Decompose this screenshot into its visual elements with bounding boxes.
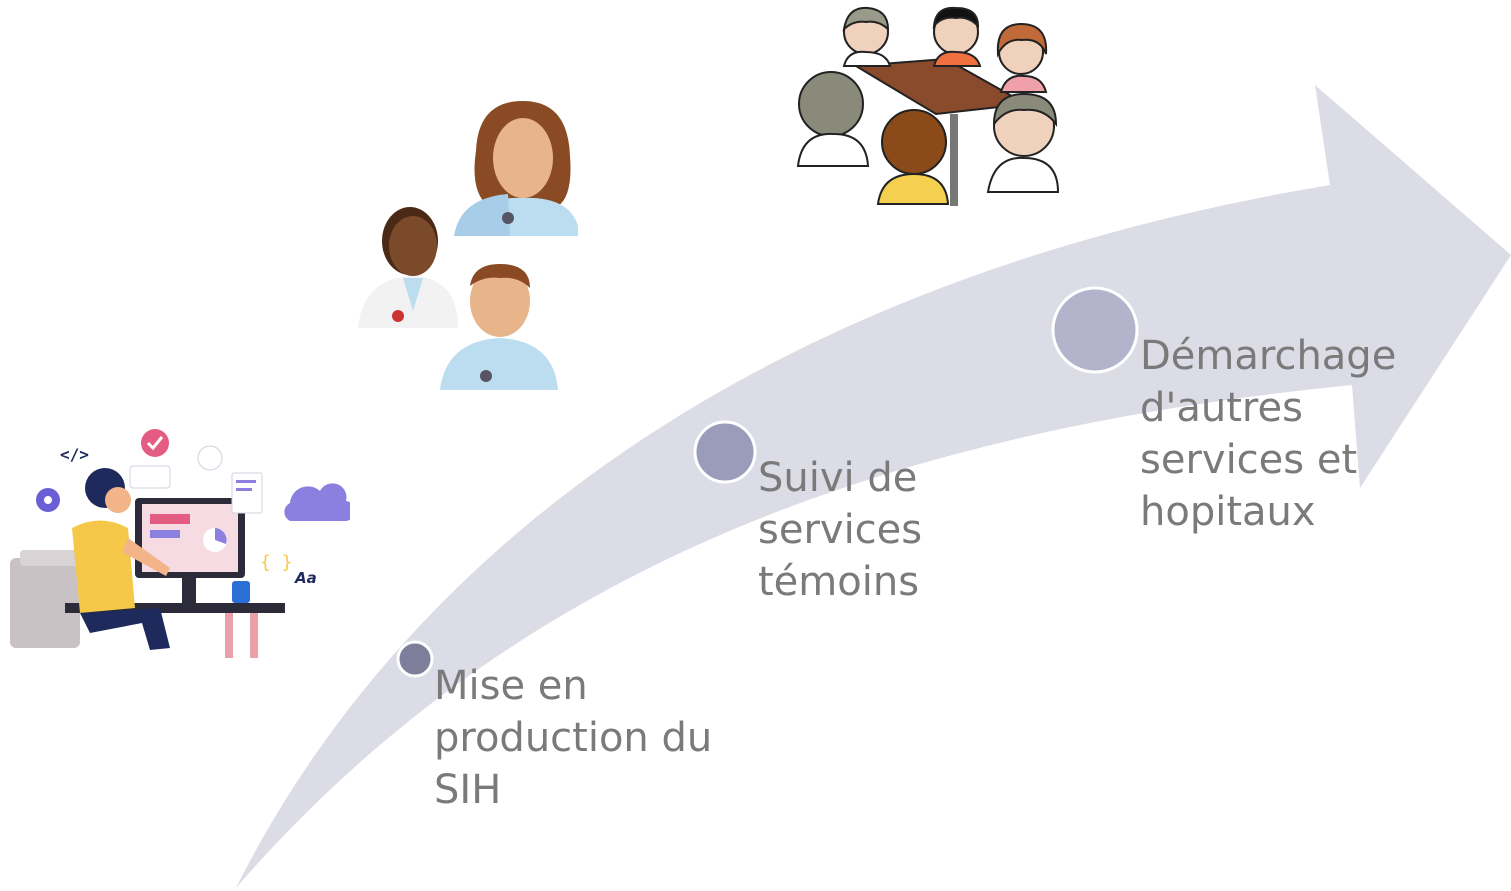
svg-text:{ }: { } — [260, 552, 293, 573]
svg-text:Aa: Aa — [294, 569, 317, 587]
step-dot-2 — [693, 420, 757, 484]
arrow-shape — [236, 85, 1511, 888]
step-dot-3 — [1051, 286, 1139, 374]
step-label-mise-en-production: Mise en production du SIH — [434, 663, 713, 813]
developer-icon: </> Aa { } — [10, 429, 350, 658]
meeting-icon — [796, 6, 1060, 206]
step-label-suivi-services: Suivi de services témoins — [758, 455, 923, 605]
svg-text:</>: </> — [60, 445, 89, 464]
doctors-icon — [358, 101, 578, 390]
step-label-demarchage: Démarchage d'autres services et hopitaux — [1140, 333, 1397, 535]
step-dot-1 — [396, 640, 434, 678]
